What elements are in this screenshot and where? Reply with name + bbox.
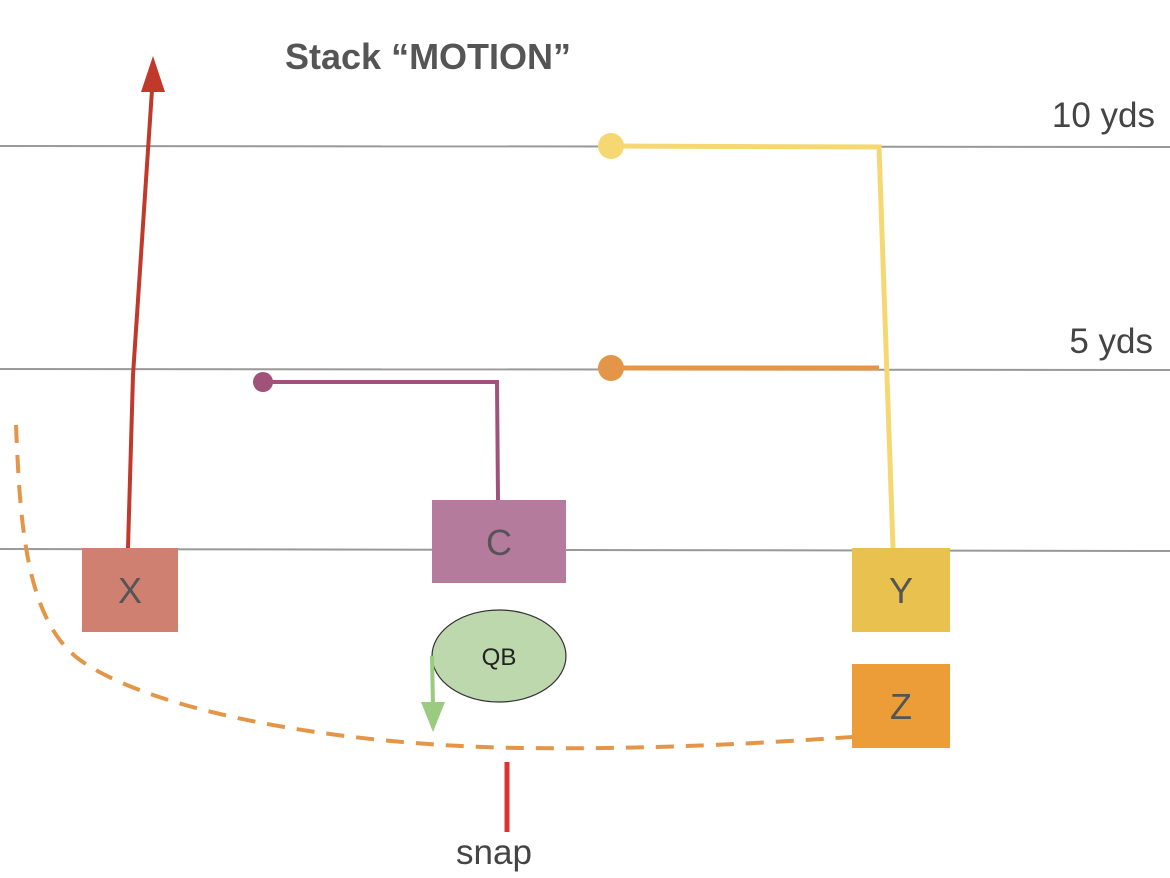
player-c-box bbox=[432, 500, 566, 583]
player-x-box bbox=[82, 548, 178, 632]
qb-drop-line bbox=[430, 655, 435, 706]
snap-label: snap bbox=[456, 833, 532, 872]
yard-label-10: 10 yds bbox=[1052, 96, 1155, 135]
x-route-arrowhead bbox=[141, 56, 165, 92]
yard-line-10 bbox=[0, 145, 1170, 148]
z-route-endpoint bbox=[598, 355, 624, 381]
z-motion-path bbox=[14, 424, 854, 751]
x-route-line bbox=[126, 89, 154, 549]
y-route-endpoint bbox=[598, 133, 624, 159]
yard-line-5 bbox=[0, 368, 1170, 371]
y-route-line bbox=[610, 143, 896, 549]
player-c-label: C bbox=[486, 522, 512, 563]
player-y-label: Y bbox=[889, 570, 913, 611]
play-title: Stack “MOTION” bbox=[285, 36, 571, 77]
line-of-scrimmage bbox=[0, 548, 1170, 552]
player-z-box bbox=[852, 664, 950, 748]
player-y-box bbox=[852, 548, 950, 632]
qb-drop-arrowhead bbox=[421, 702, 445, 732]
player-qb-label: QB bbox=[482, 644, 517, 671]
player-x-label: X bbox=[118, 570, 142, 611]
c-route-endpoint bbox=[253, 372, 273, 392]
player-z-label: Z bbox=[890, 686, 912, 727]
yard-label-5: 5 yds bbox=[1069, 322, 1153, 361]
c-route-line bbox=[263, 380, 500, 501]
